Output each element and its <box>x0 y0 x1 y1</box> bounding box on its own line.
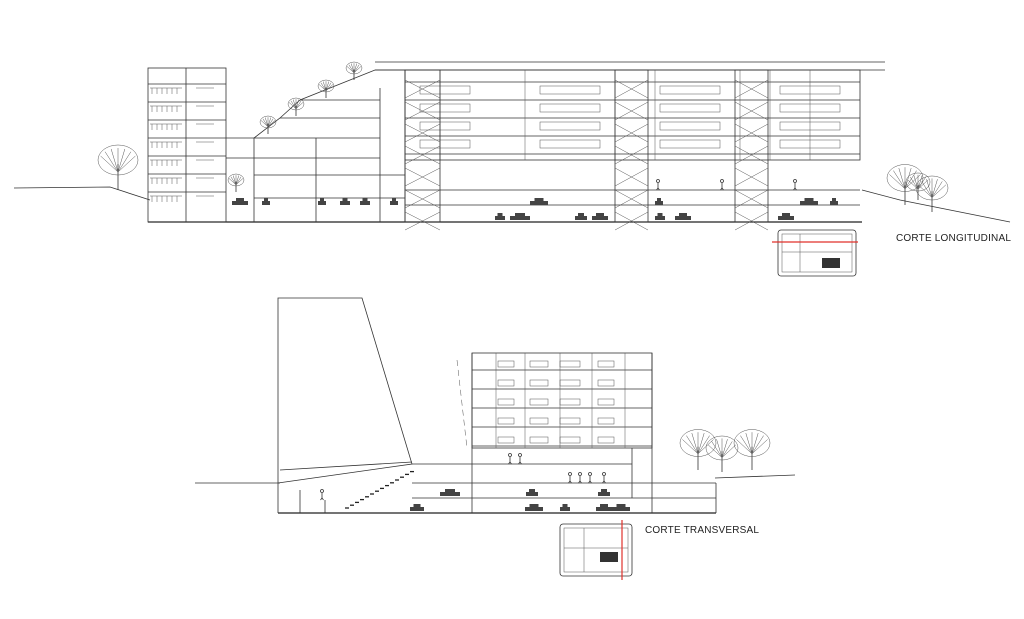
key-plan-icon <box>772 229 858 277</box>
left-tower <box>147 67 227 223</box>
terrain-line-left <box>13 186 151 201</box>
transversal-tower <box>412 352 717 513</box>
auditorium-volume <box>277 297 413 513</box>
key-plan-icon <box>559 520 633 580</box>
transversal-section <box>195 297 796 580</box>
label-corte-longitudinal: CORTE LONGITUDINAL <box>896 233 1012 244</box>
trees-longitudinal <box>97 61 949 212</box>
people <box>320 453 606 501</box>
main-slab <box>404 69 861 206</box>
cars-longitudinal <box>232 179 838 220</box>
stair-cores <box>404 69 769 231</box>
terrain-line-right <box>861 189 1011 223</box>
cars-transversal <box>410 489 630 511</box>
longitudinal-section <box>13 61 1011 277</box>
label-corte-transversal: CORTE TRANSVERSAL <box>645 525 760 536</box>
trees-transversal <box>679 429 771 472</box>
